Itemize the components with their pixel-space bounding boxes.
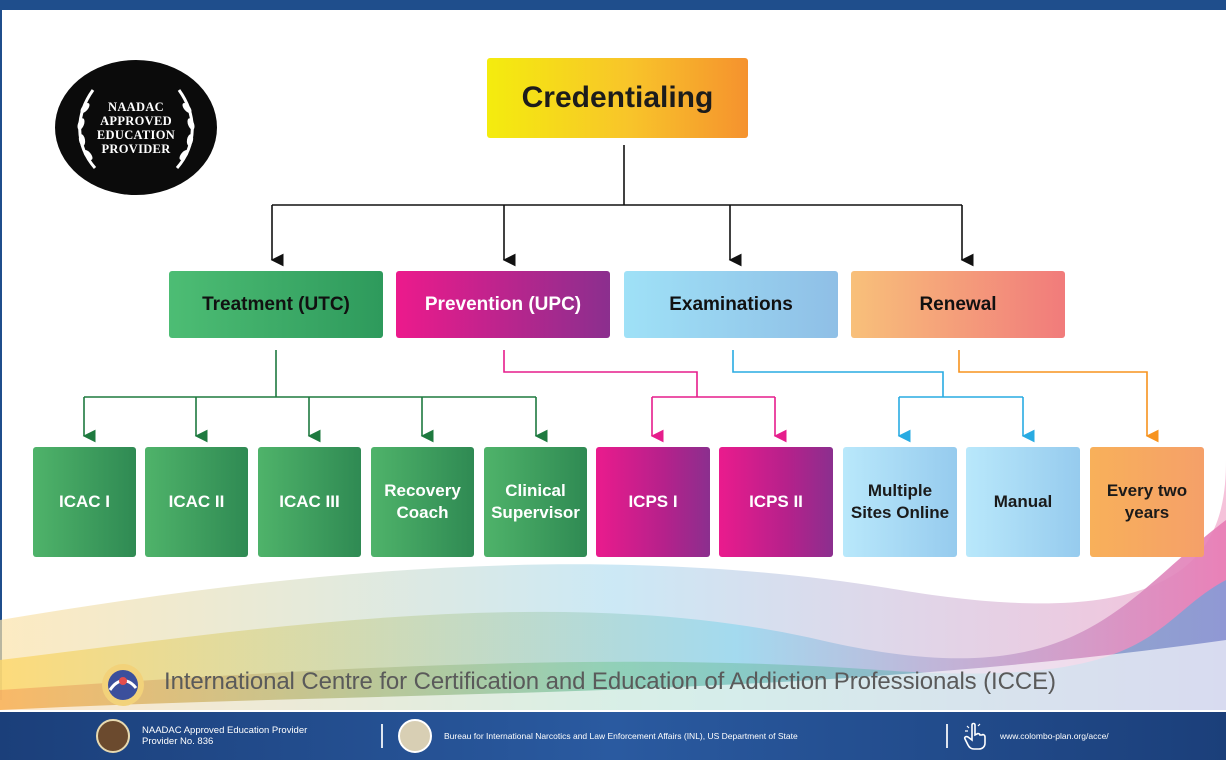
footer-provider-line2: Provider No. 836 [142,736,214,747]
footer-provider: NAADAC Approved Education Provider Provi… [96,712,307,760]
footer-provider-text: NAADAC Approved Education Provider Provi… [142,725,307,747]
footer-bureau: Bureau for International Narcotics and L… [398,712,798,760]
root-node-credentialing: Credentialing [487,58,748,138]
footer-website[interactable]: www.colombo-plan.org/acce/ [962,712,1109,760]
item-manual: Manual [966,447,1080,557]
footer-website-link[interactable]: www.colombo-plan.org/acce/ [1000,730,1109,741]
item-icac-1: ICAC I [33,447,136,557]
badge-line: NAADAC [108,99,164,114]
category-prevention: Prevention (UPC) [396,271,610,338]
badge-line: EDUCATION [96,127,176,142]
item-every-two-years: Every two years [1090,447,1204,557]
badge-text: NAADAC APPROVED EDUCATION PROVIDER [91,100,181,156]
category-renewal: Renewal [851,271,1065,338]
footer-provider-line1: NAADAC Approved Education Provider [142,725,308,736]
top-bar [0,0,1226,10]
background-swirl [0,460,1226,710]
item-recovery-coach: Recovery Coach [371,447,474,557]
item-multiple-sites-online: Multiple Sites Online [843,447,957,557]
naadac-badge: NAADAC APPROVED EDUCATION PROVIDER [55,60,217,195]
item-icps-2: ICPS II [719,447,833,557]
badge-line: APPROVED [100,113,172,128]
item-icac-3: ICAC III [258,447,361,557]
pointing-hand-icon [963,722,986,750]
item-clinical-supervisor: Clinical Supervisor [484,447,587,557]
laurel-wreath-icon [77,89,195,169]
badge-line: PROVIDER [101,141,171,156]
organization-name: International Centre for Certification a… [164,668,1056,695]
footer-divider [946,724,948,748]
icce-logo-icon [102,664,144,706]
item-icac-2: ICAC II [145,447,248,557]
footer-bureau-text: Bureau for International Narcotics and L… [444,730,798,741]
naadac-seal-icon [96,719,130,753]
footer-bar: NAADAC Approved Education Provider Provi… [0,712,1226,760]
left-border [0,10,2,700]
footer-divider [381,724,383,748]
item-icps-1: ICPS I [596,447,710,557]
us-state-department-seal-icon [398,719,432,753]
category-examinations: Examinations [624,271,838,338]
category-treatment: Treatment (UTC) [169,271,383,338]
